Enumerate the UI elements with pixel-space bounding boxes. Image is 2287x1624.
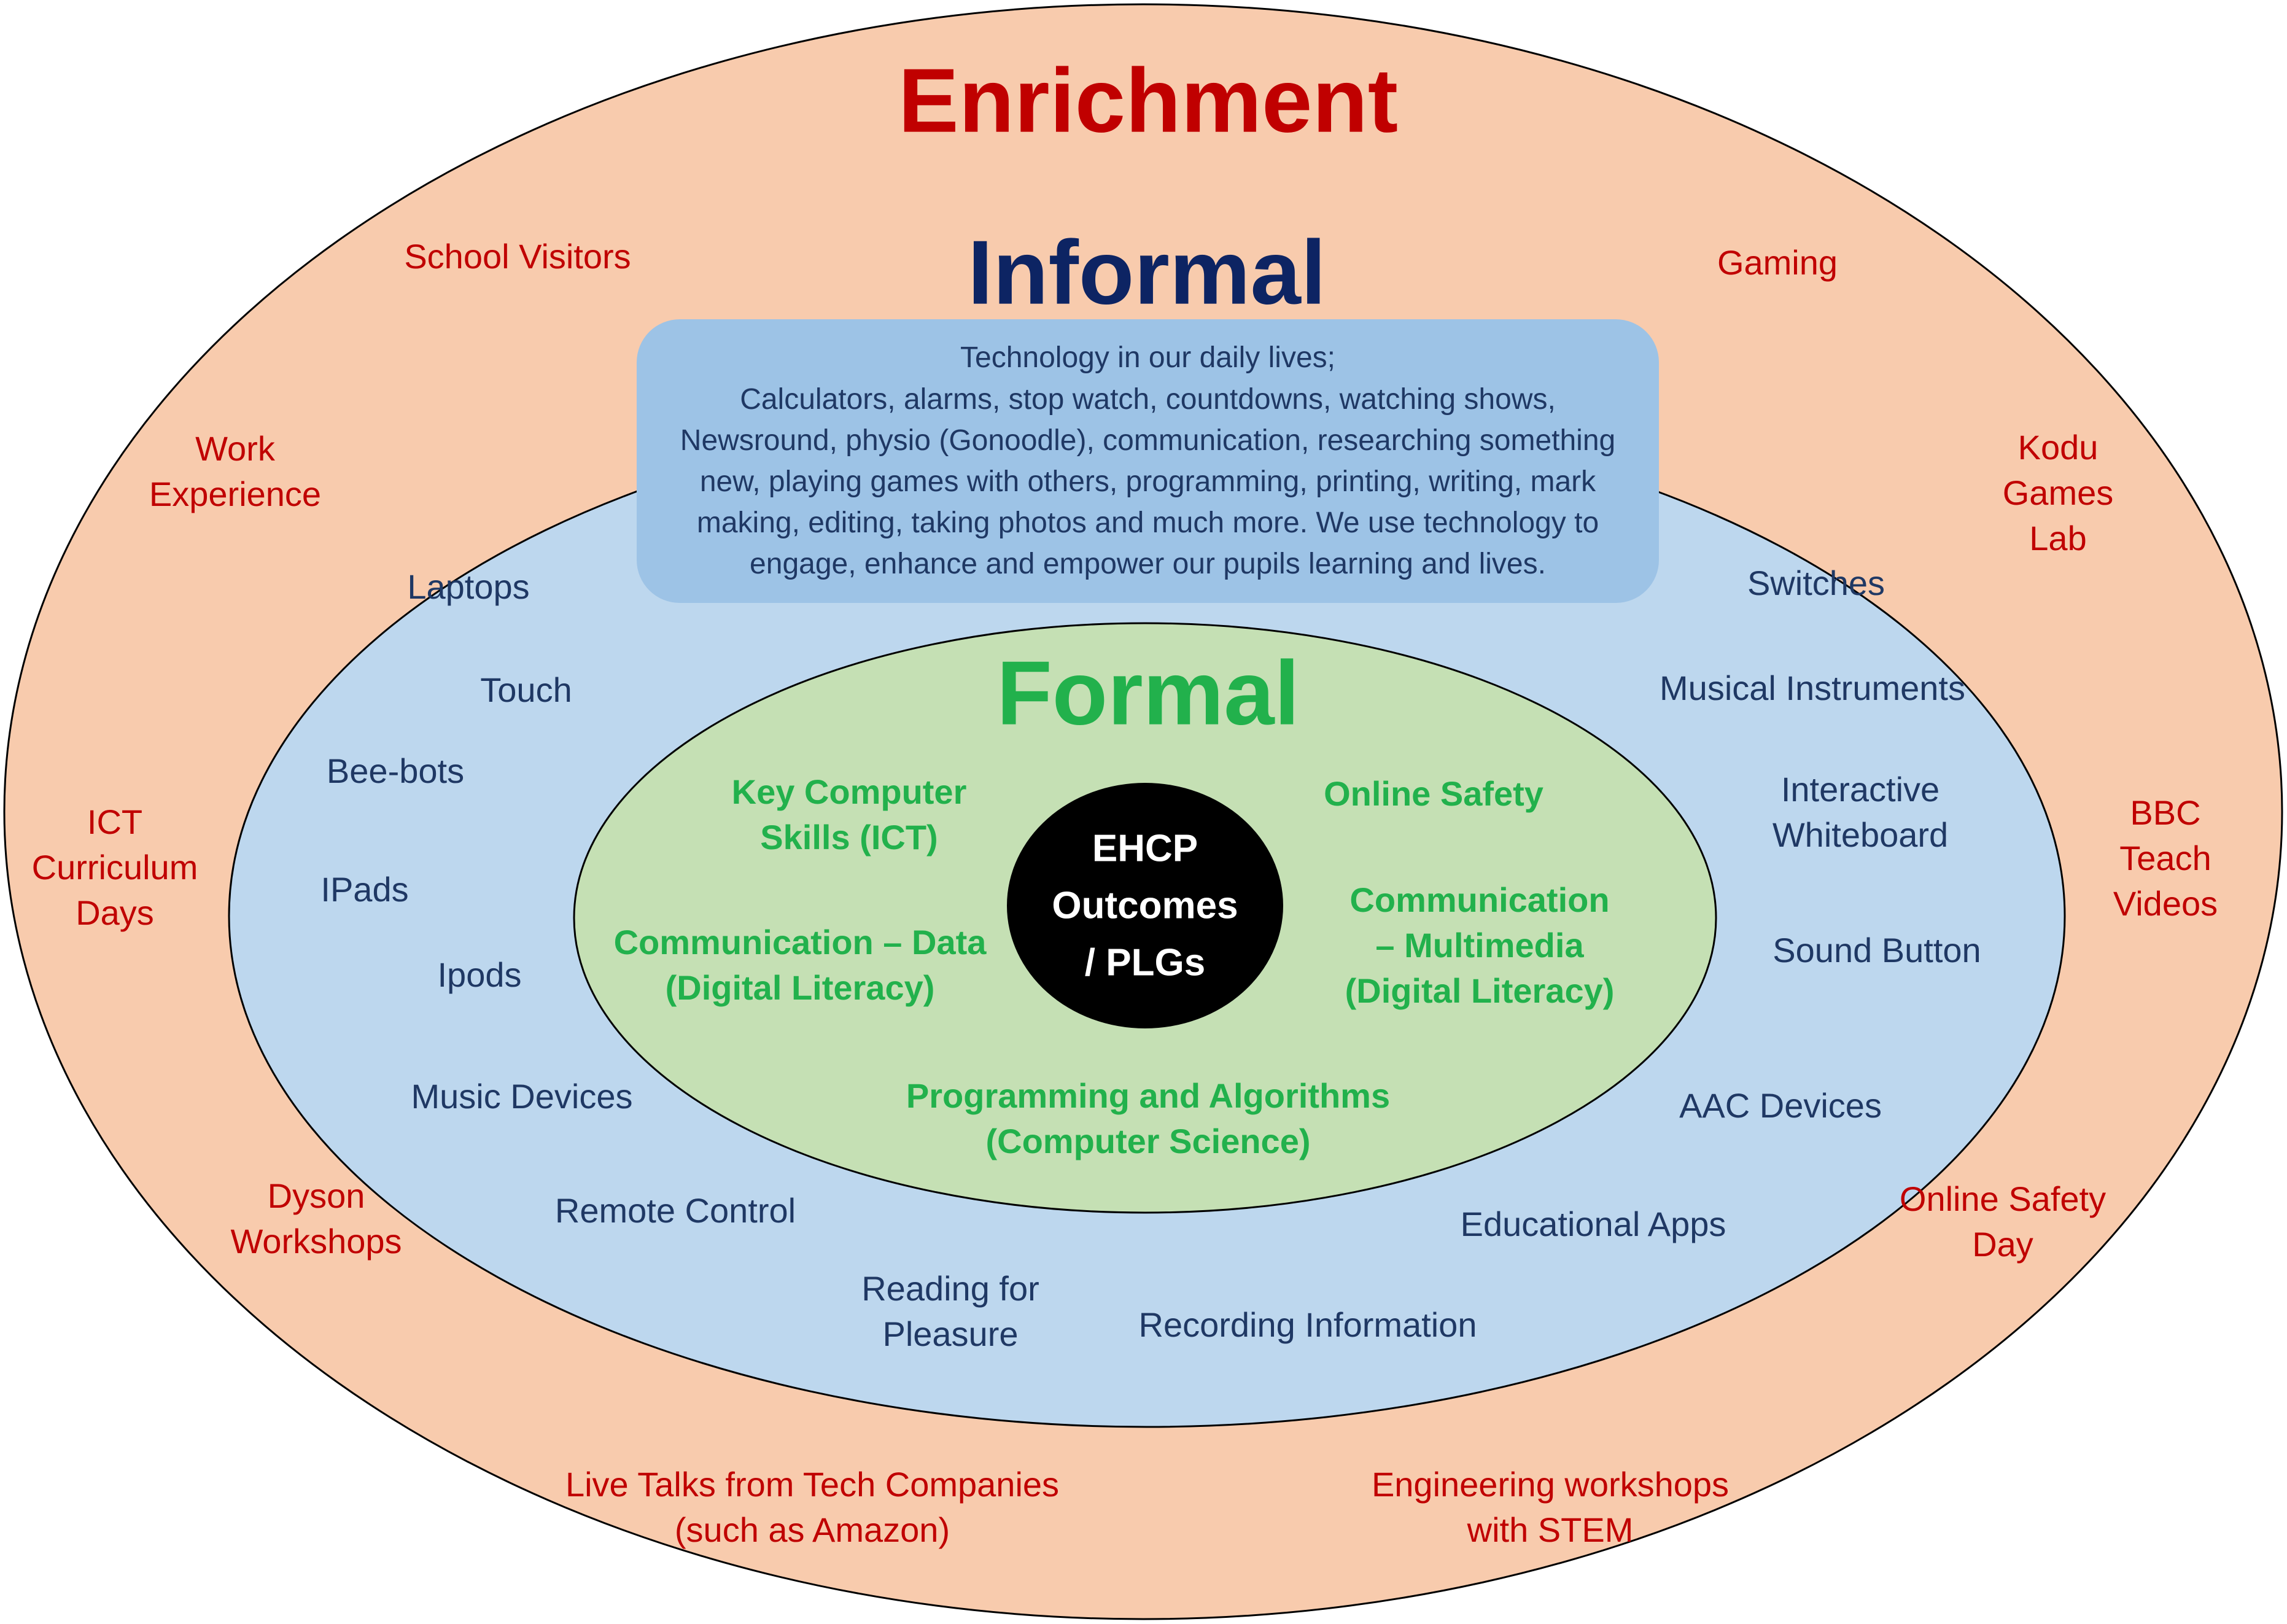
informal-item: Ipods	[437, 955, 522, 995]
enrichment-item: Kodu Games Lab	[2002, 428, 2114, 558]
enrichment-title: Enrichment	[898, 50, 1399, 152]
formal-item: Programming and Algorithms (Computer Sci…	[906, 1076, 1391, 1160]
informal-item: Sound Button	[1773, 931, 1981, 970]
informal-item: Switches	[1747, 564, 1885, 603]
informal-item: Interactive Whiteboard	[1772, 770, 1949, 854]
informal-item: Laptops	[407, 567, 530, 607]
formal-item: Communication – Data (Digital Literacy)	[613, 923, 987, 1007]
center-label: EHCP Outcomes / PLGs	[1052, 827, 1238, 984]
informal-title: Informal	[968, 222, 1326, 324]
enrichment-item: Online Safety Day	[1899, 1179, 2106, 1264]
enrichment-item: Dyson Workshops	[230, 1176, 402, 1261]
enrichment-item: ICT Curriculum Days	[31, 802, 198, 932]
formal-item: Key Computer Skills (ICT)	[731, 772, 967, 857]
enrichment-item: Work Experience	[149, 429, 322, 513]
enrichment-item: Engineering workshops with STEM	[1371, 1465, 1730, 1549]
formal-item: Online Safety	[1324, 774, 1543, 814]
informal-description-box: Technology in our daily lives; Calculato…	[637, 319, 1659, 603]
informal-description-text: Technology in our daily lives; Calculato…	[680, 341, 1616, 581]
informal-item: Reading for Pleasure	[861, 1269, 1039, 1353]
informal-item: Music Devices	[411, 1077, 633, 1116]
informal-item: Musical Instruments	[1660, 669, 1965, 708]
core-ellipse	[1007, 783, 1283, 1028]
enrichment-item: Live Talks from Tech Companies (such as …	[565, 1465, 1060, 1549]
informal-item: Touch	[480, 670, 572, 710]
informal-item: Recording Information	[1138, 1305, 1477, 1345]
informal-item: AAC Devices	[1679, 1086, 1882, 1125]
informal-item: Bee-bots	[326, 752, 465, 791]
formal-item: Communication – Multimedia (Digital Lite…	[1345, 880, 1615, 1010]
enrichment-item: BBC Teach Videos	[2113, 793, 2218, 923]
informal-item: IPads	[320, 870, 409, 909]
enrichment-item: School Visitors	[404, 237, 631, 276]
formal-title: Formal	[996, 642, 1300, 744]
enrichment-item: Gaming	[1717, 243, 1838, 282]
informal-item: Educational Apps	[1460, 1205, 1726, 1244]
informal-item: Remote Control	[554, 1191, 796, 1230]
